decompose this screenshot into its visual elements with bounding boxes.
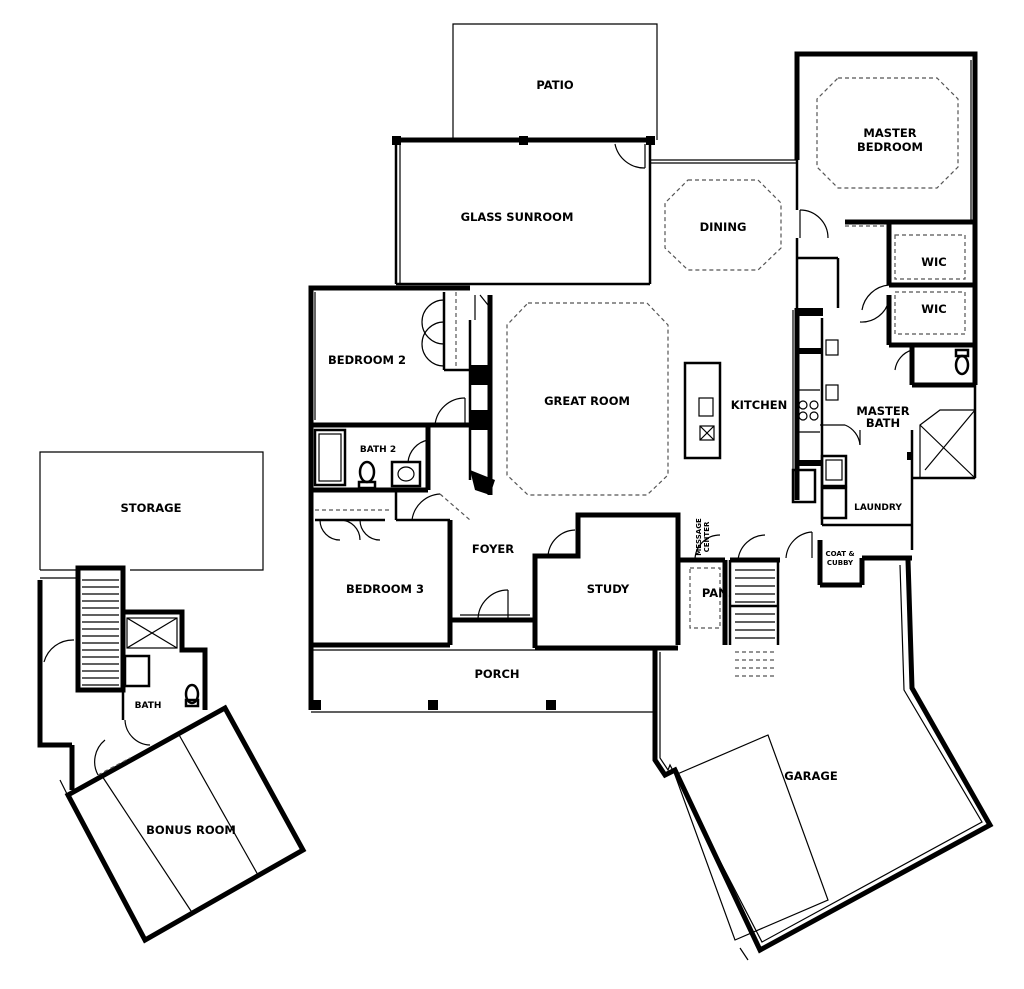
dining-area — [650, 159, 797, 271]
label-wic-1: WIC — [921, 255, 946, 269]
label-study: STUDY — [587, 582, 630, 596]
pantry-stairs — [675, 515, 780, 677]
label-bath: BATH — [135, 701, 162, 711]
label-pantry: PAN. — [702, 586, 732, 600]
label-great-room: GREAT ROOM — [544, 394, 630, 408]
label-bonus-room: BONUS ROOM — [146, 823, 236, 837]
walk-in-closets — [845, 219, 978, 348]
label-porch: PORCH — [474, 667, 519, 681]
label-wic-2: WIC — [921, 302, 946, 316]
great-room — [468, 294, 669, 496]
glass-sunroom — [392, 136, 655, 286]
label-message-center-1: MESSAGE — [695, 518, 703, 556]
label-kitchen: KITCHEN — [731, 398, 788, 412]
garage — [652, 559, 994, 961]
label-bath-2: BATH 2 — [360, 445, 396, 455]
label-coat-cubby-2: CUBBY — [827, 559, 854, 567]
label-storage: STORAGE — [121, 501, 182, 515]
label-dining: DINING — [700, 220, 747, 234]
porch — [311, 649, 655, 713]
label-foyer: FOYER — [472, 542, 514, 556]
label-laundry: LAUNDRY — [854, 503, 902, 513]
master-bedroom — [794, 51, 978, 308]
bonus-level — [37, 565, 307, 944]
label-bedroom-2: BEDROOM 2 — [328, 353, 406, 367]
bath-2 — [311, 425, 431, 493]
label-coat-cubby-1: COAT & — [825, 550, 854, 558]
laundry — [785, 454, 912, 588]
bedroom-3 — [311, 490, 471, 648]
label-bedroom-3: BEDROOM 3 — [346, 582, 424, 596]
storage — [39, 451, 264, 579]
label-glass-sunroom: GLASS SUNROOM — [461, 210, 574, 224]
kitchen — [683, 308, 823, 504]
master-bath — [820, 318, 978, 550]
label-message-center: MESSAGE CENTER — [695, 518, 711, 556]
bedroom-2 — [308, 285, 470, 710]
label-master-bedroom-1: MASTER — [863, 126, 916, 140]
label-message-center-2: CENTER — [703, 521, 711, 552]
label-patio: PATIO — [536, 78, 574, 92]
label-master-bedroom-2: BEDROOM — [857, 140, 923, 154]
patio — [452, 23, 658, 140]
label-master-bath-1: MASTER — [856, 404, 909, 418]
label-master-bath-2: BATH — [866, 416, 900, 430]
foyer — [450, 589, 535, 623]
label-garage: GARAGE — [784, 769, 838, 783]
